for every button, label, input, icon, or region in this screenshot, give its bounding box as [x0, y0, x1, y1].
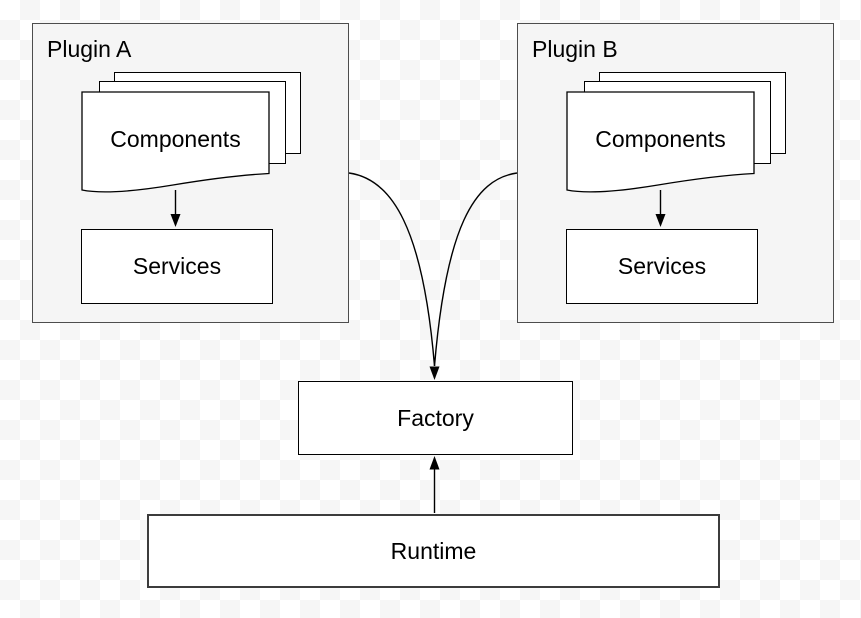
plugin-b-to-factory-connector [433, 172, 518, 367]
factory-node: Factory [298, 381, 573, 455]
runtime-to-factory-arrow [429, 456, 440, 513]
plugin-a-components-label: Components [110, 125, 241, 152]
factory-arrowhead [429, 366, 440, 380]
document-shape-path [81, 91, 270, 193]
plugin-b-container: Plugin B Components Services [517, 23, 834, 323]
runtime-node: Runtime [147, 514, 720, 588]
plugin-a-container: Plugin A Components Services [32, 23, 349, 323]
plugin-a-title: Plugin A [47, 36, 132, 62]
plugin-a-services-label: Services [132, 253, 222, 279]
plugin-a-components-document-shape [81, 91, 270, 193]
runtime-label: Runtime [390, 537, 477, 564]
document-shape-path [566, 91, 755, 193]
plugin-b-components-label: Components [595, 125, 726, 152]
plugin-a-to-factory-connector [348, 172, 436, 367]
plugin-b-services-node: Services [566, 229, 758, 304]
plugin-b-services-label: Services [617, 253, 707, 279]
plugin-b-components-document-shape [566, 91, 755, 193]
plugin-b-title: Plugin B [532, 36, 618, 62]
factory-label: Factory [397, 404, 474, 431]
plugin-a-services-node: Services [81, 229, 273, 304]
